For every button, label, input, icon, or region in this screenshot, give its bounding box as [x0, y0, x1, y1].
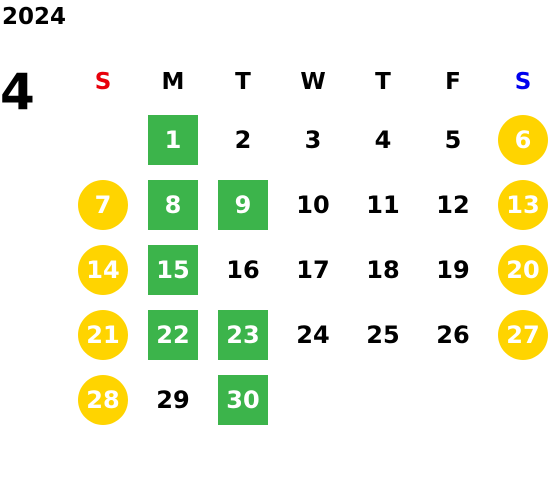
- calendar-day-holiday[interactable]: 15: [148, 244, 198, 295]
- calendar-day-cell: 22: [138, 302, 208, 367]
- calendar-day-empty: [78, 115, 128, 165]
- calendar-day-cell: [418, 367, 488, 432]
- calendar-day-holiday[interactable]: 22: [148, 309, 198, 360]
- calendar-day-cell: 7: [68, 172, 138, 237]
- calendar-day-cell: [488, 367, 548, 432]
- calendar-day-cell: [278, 367, 348, 432]
- calendar-week-row: 28 29 30: [68, 367, 548, 432]
- calendar-day[interactable]: 11: [366, 190, 400, 219]
- calendar-day-weekend[interactable]: 21: [78, 309, 128, 360]
- weekday-label-fri: F: [445, 69, 461, 95]
- calendar-day-cell: 24: [278, 302, 348, 367]
- calendar-day-cell: 29: [138, 367, 208, 432]
- calendar-day-cell: 2: [208, 107, 278, 172]
- calendar-day-cell: 15: [138, 237, 208, 302]
- calendar-day-cell: 25: [348, 302, 418, 367]
- calendar-day[interactable]: 2: [234, 125, 252, 154]
- calendar-week-row: 14 15 16 17 18 19 20: [68, 237, 548, 302]
- calendar-day-cell: 19: [418, 237, 488, 302]
- calendar-day[interactable]: 18: [366, 255, 400, 284]
- calendar-year: 2024: [2, 4, 67, 30]
- calendar-day-cell: 5: [418, 107, 488, 172]
- calendar-day-cell: 11: [348, 172, 418, 237]
- calendar-day-cell: [68, 107, 138, 172]
- calendar-day-cell: 16: [208, 237, 278, 302]
- calendar-day-weekend[interactable]: 6: [498, 114, 548, 165]
- calendar-day[interactable]: 19: [436, 255, 470, 284]
- calendar-day[interactable]: 5: [444, 125, 462, 154]
- calendar-day[interactable]: 4: [374, 125, 392, 154]
- calendar-day-holiday[interactable]: 9: [218, 179, 268, 230]
- calendar-day-cell: 13: [488, 172, 548, 237]
- calendar-day[interactable]: 17: [296, 255, 330, 284]
- calendar-day[interactable]: 16: [226, 255, 260, 284]
- calendar-day-weekend[interactable]: 14: [78, 244, 128, 295]
- calendar-day-holiday[interactable]: 8: [148, 179, 198, 230]
- calendar-day-holiday[interactable]: 1: [148, 114, 198, 165]
- weekday-label-sun: S: [94, 69, 112, 95]
- weekday-header-row: S M T W T F S: [68, 57, 548, 107]
- calendar-day-cell: 9: [208, 172, 278, 237]
- calendar-day-weekend[interactable]: 27: [498, 309, 548, 360]
- calendar-day[interactable]: 3: [304, 125, 322, 154]
- calendar-day-cell: 26: [418, 302, 488, 367]
- calendar-day-cell: [348, 367, 418, 432]
- calendar-day-empty: [358, 375, 408, 425]
- calendar-day-empty: [498, 375, 548, 425]
- calendar-week-row: 1 2 3 4 5 6: [68, 107, 548, 172]
- calendar-day[interactable]: 26: [436, 320, 470, 349]
- weekday-label-sat: S: [514, 69, 532, 95]
- calendar-day-cell: 14: [68, 237, 138, 302]
- calendar-day-cell: 21: [68, 302, 138, 367]
- calendar-day-empty: [428, 375, 478, 425]
- calendar-day-weekend[interactable]: 7: [78, 179, 128, 230]
- calendar-day-cell: 8: [138, 172, 208, 237]
- calendar-day-holiday[interactable]: 23: [218, 309, 268, 360]
- calendar-day-cell: 6: [488, 107, 548, 172]
- calendar-day-cell: 27: [488, 302, 548, 367]
- calendar-day-cell: 4: [348, 107, 418, 172]
- calendar-day-cell: 10: [278, 172, 348, 237]
- calendar-day-empty: [288, 375, 338, 425]
- calendar-day-cell: 17: [278, 237, 348, 302]
- weekday-label-wed: W: [300, 69, 326, 95]
- calendar-day-cell: 30: [208, 367, 278, 432]
- calendar-day-cell: 28: [68, 367, 138, 432]
- calendar-day[interactable]: 12: [436, 190, 470, 219]
- calendar-month: 4: [0, 63, 35, 121]
- calendar-day-holiday[interactable]: 30: [218, 374, 268, 425]
- calendar-week-row: 21 22 23 24 25 26 27: [68, 302, 548, 367]
- calendar-day-cell: 23: [208, 302, 278, 367]
- calendar-day-weekend[interactable]: 20: [498, 244, 548, 295]
- weekday-label-thu: T: [375, 69, 391, 95]
- calendar-day-cell: 18: [348, 237, 418, 302]
- weekday-label-tue: T: [235, 69, 251, 95]
- weekday-label-mon: M: [161, 69, 185, 95]
- calendar-day-cell: 20: [488, 237, 548, 302]
- calendar-day-cell: 1: [138, 107, 208, 172]
- calendar-day-cell: 12: [418, 172, 488, 237]
- calendar-day[interactable]: 10: [296, 190, 330, 219]
- calendar-day-weekend[interactable]: 28: [78, 374, 128, 425]
- calendar-day[interactable]: 29: [156, 385, 190, 414]
- calendar-day[interactable]: 24: [296, 320, 330, 349]
- calendar-day-weekend[interactable]: 13: [498, 179, 548, 230]
- calendar-day[interactable]: 25: [366, 320, 400, 349]
- calendar-day-cell: 3: [278, 107, 348, 172]
